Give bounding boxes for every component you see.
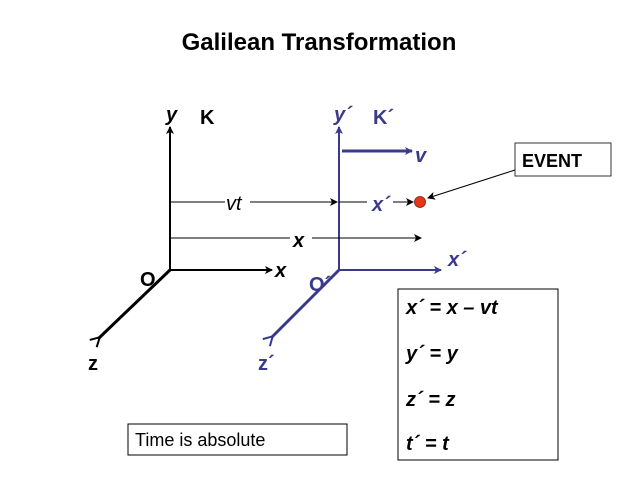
page-title: Galilean Transformation: [182, 29, 457, 56]
x-prime-distance-label: x´: [371, 194, 391, 216]
kp-frame-label: K´: [373, 107, 394, 129]
note-text: Time is absolute: [135, 430, 265, 450]
k-y-label: y: [165, 104, 178, 126]
kp-x-label: x´: [447, 249, 467, 271]
frame-k-prime: y´ K´ v O´ x´ z´: [258, 104, 467, 375]
note-box: [127, 423, 348, 456]
event-point: [414, 196, 426, 208]
equation-t: t´ = t: [406, 433, 450, 455]
kp-y-label: y´: [333, 104, 353, 126]
event-box: [514, 142, 612, 177]
kp-origin-label: O´: [309, 274, 331, 296]
frame-k: y K O x z: [88, 104, 287, 375]
kp-z-axis: [272, 268, 341, 337]
vt-label: vt: [226, 193, 243, 215]
k-origin-label: O: [140, 269, 156, 291]
k-z-axis: [99, 268, 172, 338]
equations-box: [397, 288, 559, 461]
x-distance-label: x: [292, 230, 305, 252]
equation-y: y´ = y: [405, 343, 459, 365]
kp-z-label: z´: [258, 353, 275, 375]
equation-z: z´ = z: [405, 389, 455, 411]
event-label: EVENT: [522, 151, 582, 171]
equation-x: x´ = x – vt: [405, 297, 499, 319]
event-pointer: [427, 169, 516, 200]
k-z-label: z: [88, 353, 98, 375]
k-frame-label: K: [200, 107, 215, 129]
k-x-label: x: [274, 260, 287, 282]
velocity-label: v: [415, 145, 428, 167]
